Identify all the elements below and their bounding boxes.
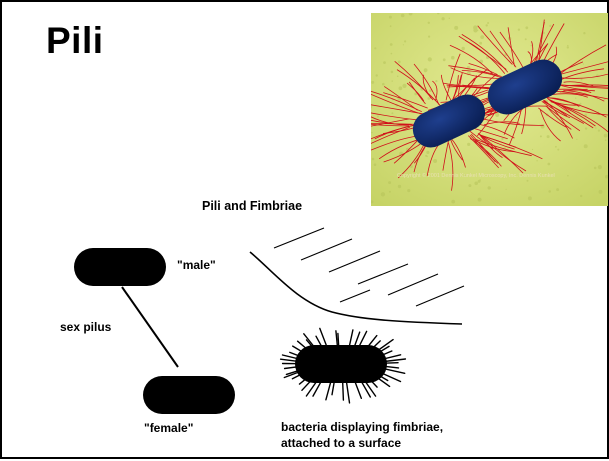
sex-pilus-label: sex pilus — [60, 320, 111, 334]
fimbriae-caption-line-1: bacteria displaying fimbriae, — [281, 419, 443, 435]
male-bacterium — [74, 248, 166, 286]
female-bacterium — [143, 376, 235, 414]
diagram-heading: Pili and Fimbriae — [202, 199, 302, 213]
fimbriae-caption-line-2: attached to a surface — [281, 435, 443, 451]
fimbriae-caption: bacteria displaying fimbriae, attached t… — [281, 419, 443, 451]
surface-hatching — [274, 228, 464, 306]
female-label: "female" — [144, 421, 193, 435]
fimbriated-bacterium — [295, 345, 387, 383]
attachment-surface — [250, 252, 462, 324]
male-label: "male" — [177, 258, 216, 272]
sex-pilus-line — [122, 287, 178, 367]
